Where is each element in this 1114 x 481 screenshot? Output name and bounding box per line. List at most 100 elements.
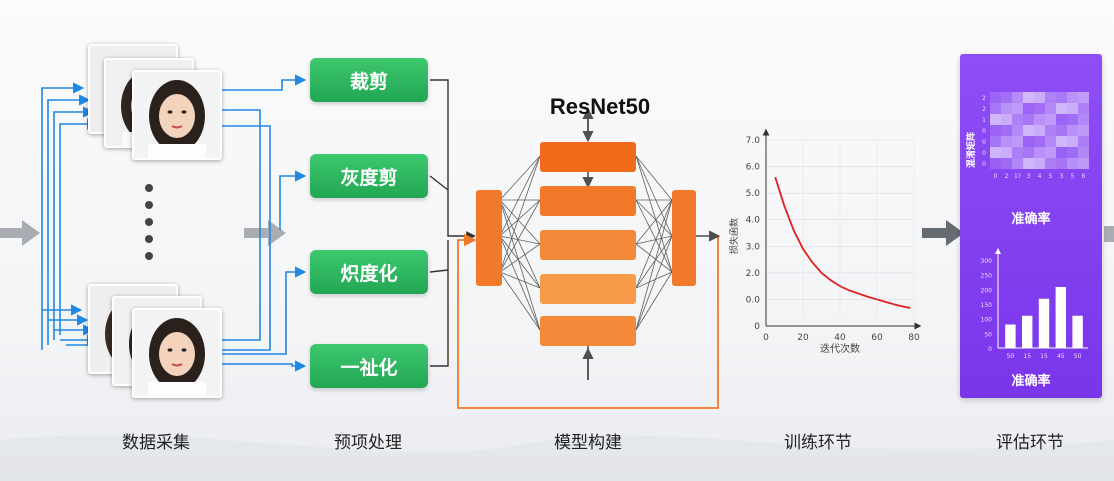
stage-flow-arrows xyxy=(0,220,1114,246)
heatmap-cell xyxy=(1034,114,1045,125)
step-grayscale: 灰度剪 xyxy=(310,154,428,198)
heatmap-cell xyxy=(1023,158,1034,169)
step-enhance: 炽度化 xyxy=(310,250,428,294)
heatmap-cell xyxy=(1067,103,1078,114)
heatmap-cell xyxy=(1067,136,1078,147)
heatmap-cell xyxy=(1001,92,1012,103)
heatmap-cell xyxy=(1034,136,1045,147)
heatmap-cell xyxy=(1023,125,1034,136)
heatmap-cell xyxy=(1056,158,1067,169)
heatmap-cell xyxy=(1078,125,1089,136)
heatmap-y-tick: 2 xyxy=(982,95,986,102)
loss-curve xyxy=(774,176,911,309)
heatmap-cell xyxy=(1078,147,1089,158)
heatmap-cell xyxy=(1023,103,1034,114)
model-title: ResNet50 xyxy=(549,94,651,119)
heatmap-y-tick: 0 xyxy=(982,150,986,157)
resnet-block-5 xyxy=(540,316,636,346)
heatmap-cell xyxy=(1078,158,1089,169)
x-axis-label: 迭代次数 xyxy=(820,342,860,355)
bar-y-tick: 250 xyxy=(981,273,993,280)
y-tick-label: 7.0 xyxy=(746,136,761,146)
heatmap-y-tick: 1 xyxy=(982,117,986,124)
input-arrow-icon xyxy=(0,220,40,246)
heatmap-cell xyxy=(1012,147,1023,158)
bar-x-tick: 15 xyxy=(1023,353,1031,360)
x-tick-label: 20 xyxy=(797,333,809,343)
step-normalize: 一祉化 xyxy=(310,344,428,388)
y-tick-label: 5.0 xyxy=(746,189,761,199)
heatmap-cell xyxy=(1078,114,1089,125)
heatmap-cell xyxy=(1045,147,1056,158)
heatmap-cell xyxy=(1045,136,1056,147)
heatmap-cell xyxy=(1056,136,1067,147)
heatmap-cell xyxy=(1056,125,1067,136)
background-hill xyxy=(0,435,1114,481)
bar xyxy=(1055,286,1067,348)
ellipsis-dot xyxy=(145,235,153,243)
resnet-block-2 xyxy=(540,186,636,216)
bar-x-tick: 15 xyxy=(1040,353,1048,360)
output-arrow-icon xyxy=(1104,226,1114,242)
bar xyxy=(1038,298,1050,348)
heatmap-x-tick: 2 xyxy=(1005,173,1009,180)
feedback-loop xyxy=(457,233,719,409)
input-layer xyxy=(476,190,502,286)
heatmap-cell xyxy=(1034,147,1045,158)
resnet-block-3 xyxy=(540,230,636,260)
heatmap-cell xyxy=(1067,114,1078,125)
resnet-block-4 xyxy=(540,274,636,304)
heatmap-cell xyxy=(1023,92,1034,103)
face-image xyxy=(132,70,222,160)
heatmap-cell xyxy=(1067,158,1078,169)
heatmap-cell xyxy=(1012,92,1023,103)
heatmap-cell xyxy=(1056,92,1067,103)
heatmap-cell xyxy=(1045,125,1056,136)
stage-label-eval: 评估环节 xyxy=(996,433,1064,453)
heatmap-cell xyxy=(1001,114,1012,125)
heatmap-x-tick: 5 xyxy=(1071,173,1075,180)
bar-y-axis-arrow-icon xyxy=(995,248,1001,254)
heatmap-y-tick: 0 xyxy=(982,128,986,135)
heatmap-cell xyxy=(1034,158,1045,169)
heatmap-cell xyxy=(1023,136,1034,147)
heatmap-cell xyxy=(1012,136,1023,147)
output-layer xyxy=(672,190,696,286)
ellipsis-dot xyxy=(145,184,153,192)
bar xyxy=(1072,315,1083,348)
heatmap-cell xyxy=(1012,103,1023,114)
heatmap-y-tick: 0 xyxy=(982,161,986,168)
heatmap-cell xyxy=(1001,125,1012,136)
collect-to-preprocess-arrow-icon xyxy=(244,220,286,246)
heatmap-cell xyxy=(1078,136,1089,147)
heatmap-x-tick: 0 xyxy=(994,173,998,180)
bar-x-tick: 50 xyxy=(1007,353,1015,360)
x-tick-label: 0 xyxy=(763,333,769,343)
heatmap-cell xyxy=(990,158,1001,169)
heatmap-cell xyxy=(990,147,1001,158)
heatmap-x-tick: 3 xyxy=(1060,173,1064,180)
heatmap-cell xyxy=(1045,92,1056,103)
bar-x-tick: 45 xyxy=(1057,353,1065,360)
heatmap-cell xyxy=(1034,125,1045,136)
stage-label-model: 模型构建 xyxy=(554,433,622,453)
bar-xlabel: 准确率 xyxy=(1011,374,1051,389)
heatmap-cell xyxy=(1012,158,1023,169)
heatmap-cell xyxy=(1001,158,1012,169)
train-to-eval-arrow-icon xyxy=(922,220,964,246)
bar-y-tick: 100 xyxy=(981,317,993,324)
bar xyxy=(1005,324,1016,348)
heatmap-x-tick: 6 xyxy=(1082,173,1086,180)
bar-x-tick: 50 xyxy=(1074,353,1082,360)
bar-y-tick: 50 xyxy=(984,331,992,338)
heatmap-x-tick: 1? xyxy=(1014,173,1021,180)
dark-connectors xyxy=(429,79,476,367)
heatmap-x-tick: 3 xyxy=(1027,173,1031,180)
heatmap-cell xyxy=(1056,147,1067,158)
x-tick-label: 40 xyxy=(834,333,846,343)
resnet-blocks xyxy=(476,142,696,346)
heatmap-cell xyxy=(1056,114,1067,125)
